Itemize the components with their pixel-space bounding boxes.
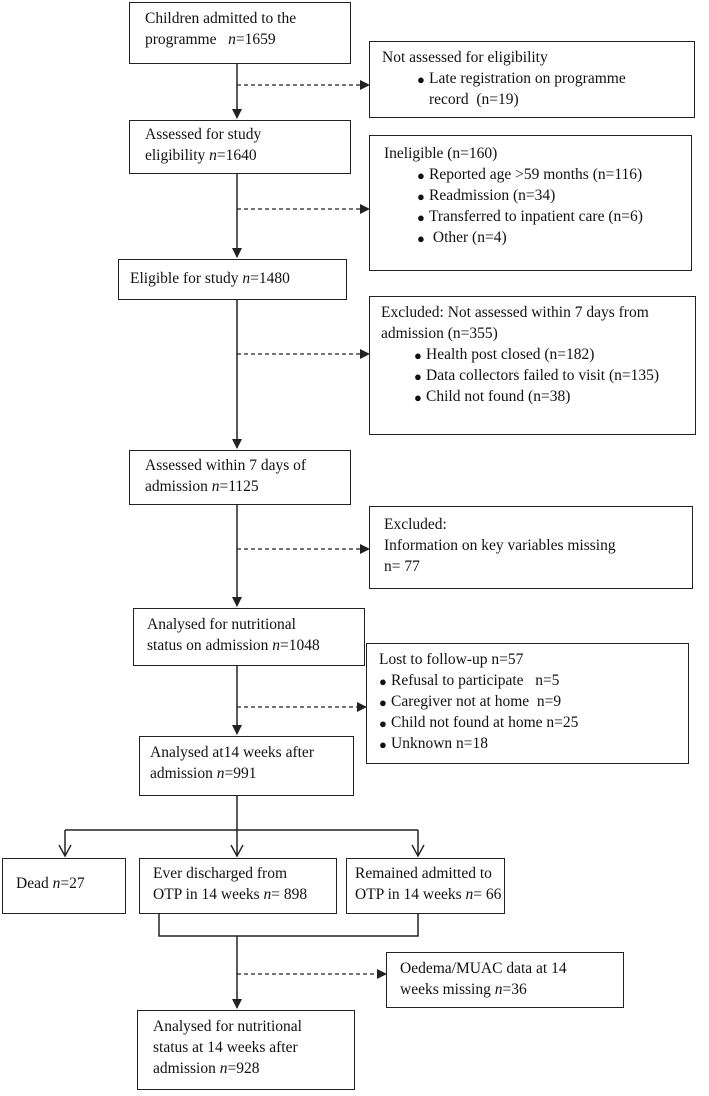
list-item: ●Transferred to inpatient care (n=6) xyxy=(417,207,643,225)
list-item: ●Caregiver not at home n=9 xyxy=(379,692,562,710)
box-final-analysed: Analysed for nutritional status at 14 we… xyxy=(137,1010,355,1090)
list-item: ●Unknown n=18 xyxy=(379,734,489,752)
list-item: ●Health post closed (n=182) xyxy=(414,345,595,363)
box-analysed-14-weeks: Analysed at14 weeks after admission n=99… xyxy=(139,736,354,796)
box-excluded-key-variables: Excluded: Information on key variables m… xyxy=(369,506,693,589)
box-assessed-eligibility: Assessed for study eligibility n=1640 xyxy=(129,120,351,174)
box-excluded-not-assessed-7days: Excluded: Not assessed within 7 days fro… xyxy=(369,296,696,435)
list-item: ●Child not found (n=38) xyxy=(414,387,571,405)
box-dead: Dead n=27 xyxy=(2,858,126,914)
box-eligible: Eligible for study n=1480 xyxy=(118,259,347,300)
bracket-join xyxy=(158,914,419,937)
box-lost-to-followup: Lost to follow-up n=57 ●Refusal to parti… xyxy=(366,643,689,764)
list-item: ●Readmission (n=34) xyxy=(417,186,556,204)
box-assessed-within-7days: Assessed within 7 days of admission n=11… xyxy=(129,450,351,505)
box-ever-discharged: Ever discharged from OTP in 14 weeks n= … xyxy=(139,858,337,914)
box-remained-admitted: Remained admitted to OTP in 14 weeks n= … xyxy=(346,858,505,914)
list-item: ●Data collectors failed to visit (n=135) xyxy=(414,366,660,384)
box-oedema-muac-missing: Oedema/MUAC data at 14 weeks missing n=3… xyxy=(386,952,624,1008)
list-item: ●Reported age >59 months (n=116) xyxy=(417,165,643,183)
box-children-admitted: Children admitted to the programme n=165… xyxy=(129,2,351,64)
list-item: ● Other (n=4) xyxy=(417,228,507,246)
box-not-assessed: Not assessed for eligibility ● Late regi… xyxy=(369,41,695,118)
list-item: ●Child not found at home n=25 xyxy=(379,713,579,731)
box-analysed-admission: Analysed for nutritional status on admis… xyxy=(133,608,365,666)
box-ineligible: Ineligible (n=160) ●Reported age >59 mon… xyxy=(369,135,692,271)
list-item: ●Refusal to participate n=5 xyxy=(379,671,560,689)
